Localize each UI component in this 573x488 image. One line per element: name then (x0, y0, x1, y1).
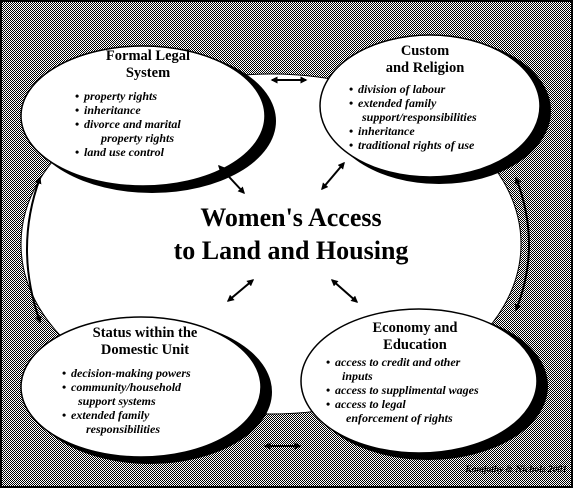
central-title-line: to Land and Housing (173, 236, 409, 265)
title-line: Domestic Unit (100, 342, 190, 358)
title-line: Custom (400, 43, 450, 59)
central-title: Women's Access to Land and Housing (106, 201, 476, 267)
list-item: inheritance (349, 124, 477, 138)
title-line: Formal Legal (105, 48, 191, 64)
list-item: community/household (62, 380, 191, 394)
title-line: Economy and (372, 320, 458, 336)
list-item-continuation: enforcement of rights (346, 411, 453, 425)
arrow-center-domestic (226, 279, 255, 302)
node-formal-legal-title: Formal Legal System (75, 48, 221, 82)
node-economy-education-items: access to credit and other inputs access… (326, 355, 479, 425)
node-domestic-unit-title: Status within the Domestic Unit (65, 325, 225, 359)
list-item: access to supplimental wages (326, 383, 479, 397)
list-item: inheritance (75, 103, 181, 117)
list-item: property rights (75, 89, 181, 103)
node-economy-education-title: Economy and Education (345, 320, 485, 354)
title-line: Education (383, 337, 447, 353)
title-line: and Religion (385, 60, 465, 76)
node-custom-religion-title: Custom and Religion (355, 43, 495, 77)
credit-label: Komjathy & Nichols 2001 (465, 465, 567, 475)
list-item: division of labour (349, 82, 477, 96)
arrow-custom-economy (514, 176, 530, 312)
list-item-continuation: support systems (78, 394, 156, 408)
list-item: decision-making powers (62, 366, 191, 380)
title-line: System (125, 65, 171, 81)
node-custom-religion-items: division of labour extended family suppo… (349, 82, 477, 152)
connector-arrows (26, 76, 530, 450)
list-item: extended family (349, 96, 477, 110)
arrow-center-legal (218, 164, 245, 195)
list-item: traditional rights of use (349, 138, 477, 152)
list-item: access to legal (326, 397, 479, 411)
arrow-legal-domestic (26, 176, 42, 324)
arrow-center-custom (321, 161, 345, 191)
node-formal-legal-items: property rights inheritance divorce and … (75, 89, 181, 159)
list-item: access to credit and other (326, 355, 479, 369)
central-title-line: Women's Access (200, 203, 382, 232)
list-item: extended family (62, 408, 191, 422)
list-item-continuation: support/responsibilities (362, 110, 477, 124)
list-item: divorce and marital (75, 117, 181, 131)
list-item: land use control (75, 145, 181, 159)
node-domestic-unit-items: decision-making powers community/househo… (62, 366, 191, 436)
arrow-center-economy (330, 279, 359, 303)
list-item-continuation: responsibilities (86, 422, 161, 436)
list-item-continuation: inputs (342, 369, 373, 383)
list-item-continuation: property rights (101, 131, 175, 145)
title-line: Status within the (92, 325, 198, 341)
